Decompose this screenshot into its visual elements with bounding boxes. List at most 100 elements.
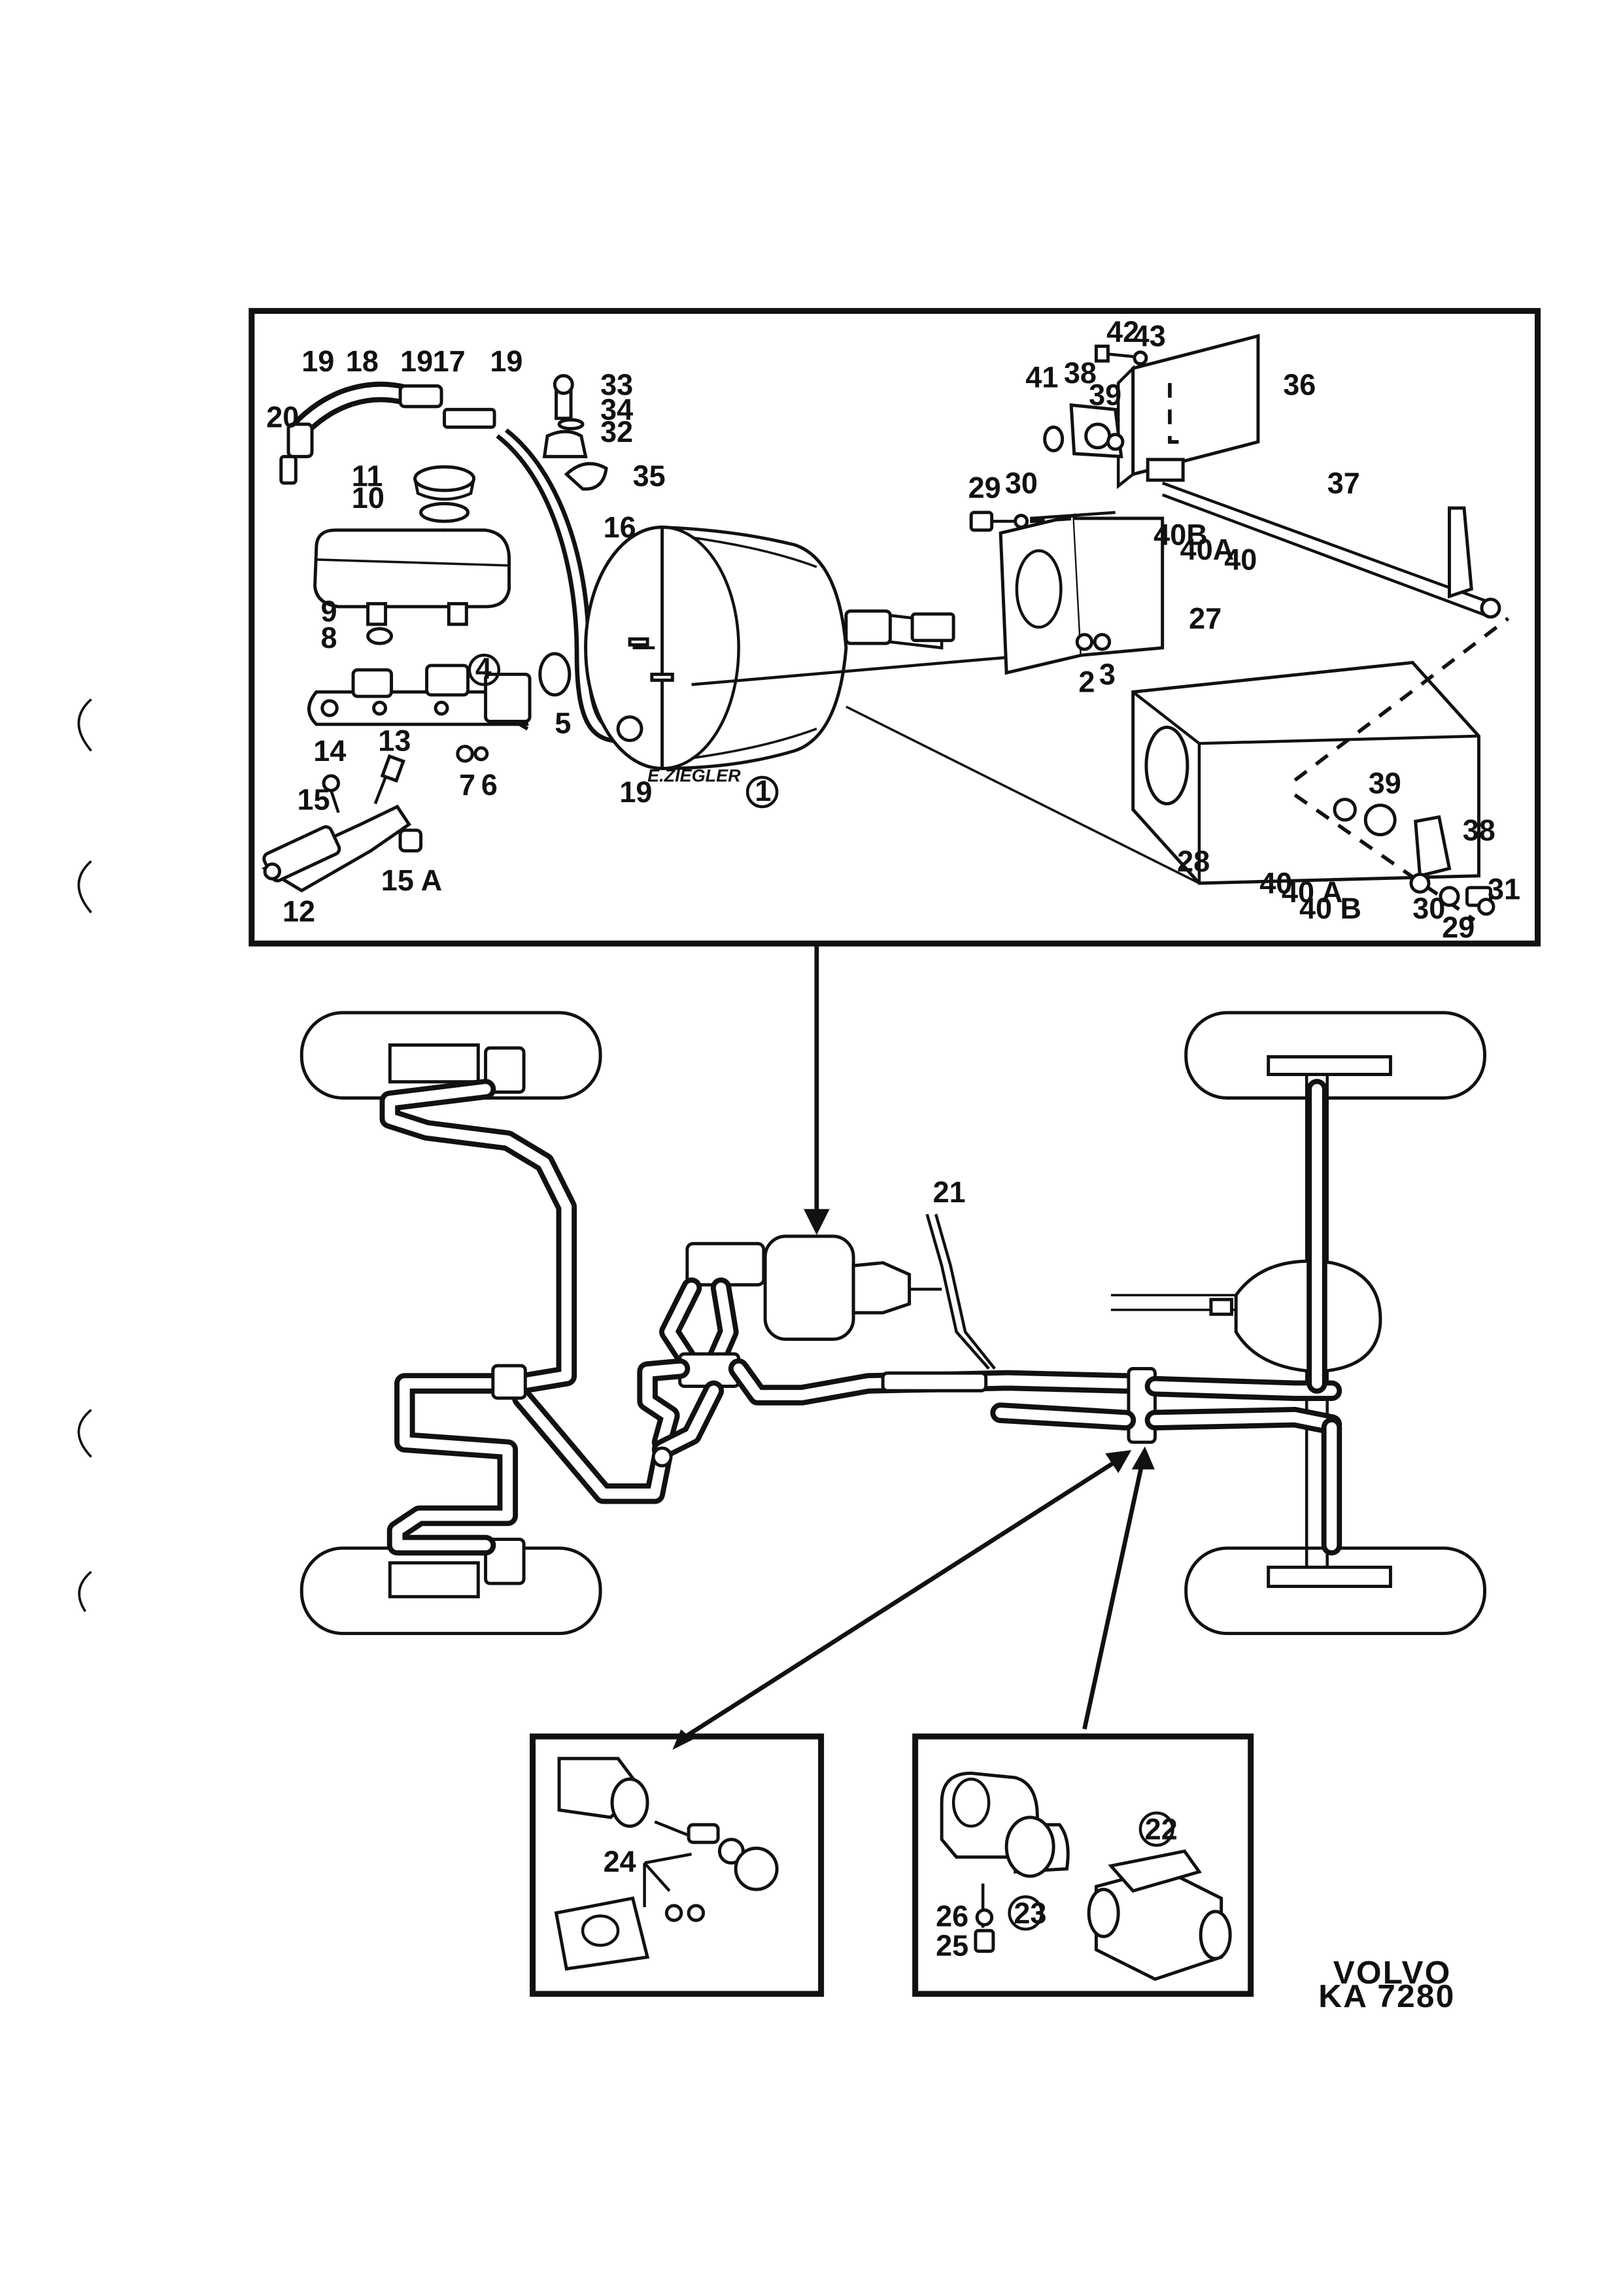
- label-4: 4: [475, 652, 492, 685]
- inset-right-panel: 22 23 26 25: [912, 1733, 1254, 1997]
- bolt-29-washer-30-31-lower: [1439, 886, 1495, 916]
- label-40a-lower: 40 A: [1282, 875, 1342, 909]
- reservoir-cap-11: [413, 465, 476, 501]
- label-1: 1: [755, 774, 771, 807]
- rear-valve-middle: [990, 1079, 1342, 1556]
- label-42: 42: [1106, 315, 1139, 348]
- label-34: 34: [600, 393, 633, 426]
- label-12: 12: [282, 894, 315, 928]
- callout-circle-23: [1008, 1895, 1044, 1931]
- label-17: 17: [433, 345, 466, 378]
- label-15a: 15 A: [381, 864, 442, 897]
- label-11: 11: [352, 459, 383, 492]
- label-26: 26: [936, 1899, 968, 1933]
- label-40b-lower: 40 B: [1299, 892, 1361, 925]
- rear-right-wheel: [1184, 1546, 1486, 1636]
- label-33: 33: [600, 368, 633, 401]
- booster-assembly-middle: [637, 1213, 1136, 1468]
- label-2: 2: [1078, 665, 1095, 698]
- label-22: 22: [1145, 1813, 1178, 1846]
- label-36: 36: [1283, 368, 1316, 401]
- nut-2-washer-3: [1075, 633, 1112, 651]
- label-3: 3: [1099, 658, 1116, 691]
- label-32: 32: [600, 415, 633, 448]
- label-37: 37: [1327, 467, 1360, 500]
- inset-right-frame: [912, 1733, 1254, 1997]
- bushing-39-38-lower: [1333, 798, 1452, 894]
- label-28: 28: [1177, 845, 1210, 878]
- label-6: 6: [481, 768, 498, 802]
- signature-ziegler: E.ZIEGLER: [647, 766, 741, 786]
- label-40-upper: 40: [1224, 543, 1257, 577]
- label-30-b: 30: [1412, 892, 1445, 925]
- callout-circle-1: [745, 775, 779, 809]
- callout-circle-22: [1138, 1811, 1174, 1847]
- label-29-a: 29: [968, 471, 1001, 504]
- label-23: 23: [1014, 1897, 1046, 1930]
- label-31: 31: [1488, 873, 1520, 906]
- label-40a-upper: 40A: [1180, 533, 1235, 566]
- bushing-38-39-41: [1043, 403, 1125, 459]
- brake-hose-18: [279, 381, 496, 485]
- bolt-14: [322, 774, 341, 813]
- label-24: 24: [604, 1845, 636, 1878]
- label-15: 15: [298, 783, 330, 816]
- label-27: 27: [1189, 602, 1222, 635]
- master-cylinder-4: [307, 664, 532, 732]
- label-18: 18: [346, 345, 379, 378]
- upper-exploded-panel: 19 18 19 17 19 20 33 34 32 35 16 11 10 9…: [248, 308, 1541, 947]
- binding-hole-marks: [77, 698, 92, 1612]
- label-21: 21: [933, 1175, 966, 1209]
- o-ring-5: [538, 652, 572, 697]
- bracket-12: [261, 804, 411, 893]
- label-38-b: 38: [1463, 814, 1495, 847]
- gasket-27: [999, 511, 1165, 675]
- label-19-b: 19: [400, 345, 433, 378]
- label-39-a: 39: [1089, 379, 1121, 412]
- fluid-reservoir-9: [313, 528, 511, 626]
- label-41: 41: [1025, 361, 1058, 394]
- bolt-42-washer-43: [1094, 345, 1148, 366]
- inset-left-frame: [530, 1733, 825, 1997]
- label-20: 20: [266, 400, 299, 433]
- label-38-a: 38: [1064, 356, 1097, 390]
- arrow-upper-to-booster: [804, 943, 830, 1236]
- label-9: 9: [321, 594, 337, 628]
- brake-switch-13: [373, 754, 405, 805]
- brake-booster-1: [584, 525, 1200, 885]
- label-39-b: 39: [1369, 767, 1401, 800]
- label-30-a: 30: [1005, 467, 1038, 500]
- label-19-a: 19: [301, 345, 334, 378]
- drawing-code: KA 7280: [1318, 1978, 1455, 2014]
- label-40-lower: 40: [1259, 867, 1292, 900]
- upper-panel-frame: [248, 308, 1541, 947]
- washer-6-nut-7: [456, 745, 489, 763]
- bolt-29-washer-30-upper: [969, 511, 1074, 532]
- label-43: 43: [1133, 320, 1166, 353]
- pedal-shaft-37: [1161, 481, 1501, 619]
- nut-15a: [398, 828, 423, 853]
- label-40b-upper: 40B: [1153, 518, 1208, 551]
- arrow-valve-to-right-inset: [1082, 1446, 1155, 1730]
- clamp-32-35: [542, 374, 608, 491]
- front-distributor: [491, 1364, 527, 1400]
- rear-axle: [1110, 1055, 1392, 1589]
- label-13: 13: [378, 724, 411, 757]
- pedal-bracket-36: [1116, 333, 1260, 490]
- label-19-c: 19: [490, 345, 522, 378]
- label-19-d: 19: [619, 775, 652, 809]
- label-8: 8: [321, 621, 337, 654]
- front-right-caliper: [388, 1538, 526, 1598]
- label-5: 5: [555, 706, 571, 739]
- brand-volvo: VOLVO: [1333, 1955, 1452, 1991]
- chassis-brake-layout: 21: [299, 1011, 1486, 1636]
- label-25: 25: [936, 1929, 968, 1962]
- label-29-b: 29: [1442, 911, 1475, 944]
- grommet-8: [366, 627, 394, 645]
- label-7: 7: [459, 768, 475, 802]
- label-14: 14: [313, 734, 346, 768]
- label-35: 35: [633, 459, 666, 492]
- label-16: 16: [604, 511, 636, 544]
- label-10: 10: [352, 481, 384, 515]
